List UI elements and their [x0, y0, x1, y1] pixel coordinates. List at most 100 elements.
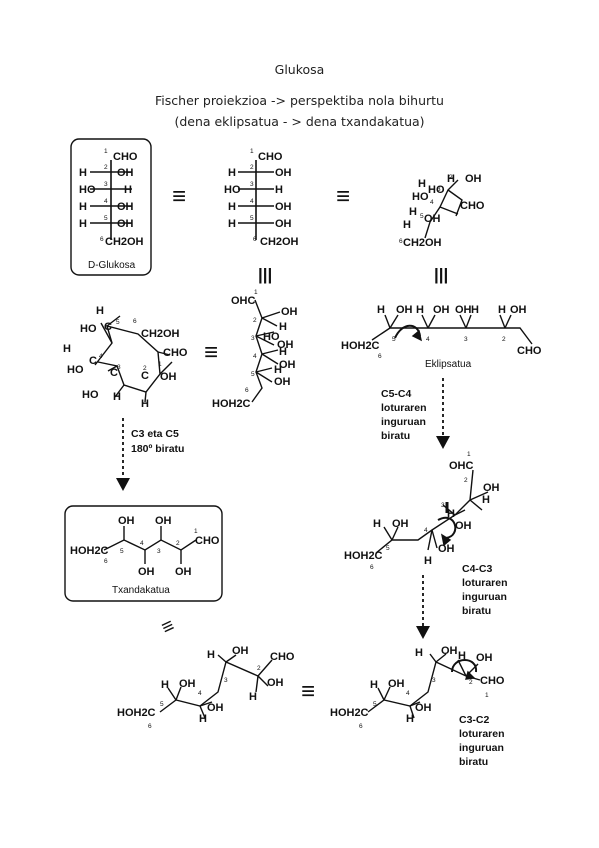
- staggered-perspective-bottom-left: H OH H OH CHO H OH OH H HOH2C 6 5 4 3 2: [117, 645, 295, 730]
- caption-c3c5: C3 eta C5 180º biratu: [131, 428, 184, 455]
- group-h: H: [424, 555, 432, 567]
- group-hoh2c: HOH2C: [117, 707, 156, 719]
- page-title: Glukosa: [274, 62, 325, 77]
- equivalence-symbol-vertical: |||: [258, 265, 272, 284]
- carbon-number: 5: [120, 548, 124, 555]
- group-oh: OH: [415, 702, 432, 714]
- group-c: C: [89, 355, 97, 367]
- group-h: H: [228, 218, 236, 230]
- group-h: H: [199, 713, 207, 725]
- group-hoh2c: HOH2C: [344, 550, 383, 562]
- group-hoh2c: HOH2C: [212, 398, 251, 410]
- carbon-number: 3: [432, 677, 436, 684]
- carbon-number: 5: [420, 213, 424, 220]
- staggered-perspective-boxed: OH OH HOH2C CHO OH OH 6 5 4 3 2 1 Txanda…: [64, 505, 223, 602]
- group-h: H: [370, 679, 378, 691]
- group-oh: OH: [392, 518, 409, 530]
- carbon-number: 2: [449, 174, 453, 181]
- equivalence-symbol: ≡: [172, 183, 186, 210]
- group-h: H: [447, 173, 455, 185]
- group-ho: HO: [80, 323, 97, 335]
- carbon-number: 3: [224, 677, 228, 684]
- group-h: H: [228, 201, 236, 213]
- group-hoh2c: HOH2C: [330, 707, 369, 719]
- carbon-number: 1: [158, 361, 162, 368]
- group-cho: CHO: [270, 651, 295, 663]
- group-oh: OH: [476, 652, 493, 664]
- group-h: H: [96, 305, 104, 317]
- zigzag-perspective-left: H HO C CH2OH H C CHO HO C C OH HO H H 5 …: [63, 305, 188, 410]
- group-ch2oh: CH2OH: [141, 328, 180, 340]
- group-oh: OH: [155, 515, 172, 527]
- carbon-number: 4: [253, 353, 257, 360]
- caption-line: 180º biratu: [131, 443, 184, 455]
- group-oh: OH: [396, 304, 413, 316]
- carbon-number: 5: [392, 336, 396, 343]
- group-h: H: [124, 184, 132, 196]
- carbon-number: 5: [160, 701, 164, 708]
- group-h: H: [274, 364, 282, 376]
- group-cho: CHO: [195, 535, 220, 547]
- group-h: H: [275, 184, 283, 196]
- carbon-number: 4: [104, 198, 108, 205]
- carbon-number: 6: [245, 387, 249, 394]
- carbon-number: 6: [399, 238, 403, 245]
- group-h: H: [141, 398, 149, 410]
- equivalence-symbol: ≡: [204, 339, 218, 366]
- caption-line: biratu: [462, 605, 491, 617]
- carbon-number: 4: [424, 527, 428, 534]
- group-oh: OH: [275, 218, 292, 230]
- group-oh: OH: [465, 173, 482, 185]
- carbon-number: 2: [502, 336, 506, 343]
- rotated-c3c2-perspective: H OH H OH H OH CHO OH H HOH2C 6 5 4 3 2 …: [330, 645, 505, 730]
- caption-line: C3-C2: [459, 714, 490, 726]
- carbon-number: 5: [251, 371, 255, 378]
- group-h: H: [458, 650, 466, 662]
- equivalence-symbol-slanted: ≡: [158, 614, 178, 639]
- caption-line: loturaren: [462, 577, 508, 589]
- rotated-intermediate-perspective: OHC OH H H OH H OH OH H HOH2C 1 2 3 4 5 …: [344, 451, 500, 571]
- group-h: H: [79, 201, 87, 213]
- carbon-number: 1: [194, 528, 198, 535]
- group-h: H: [79, 167, 87, 179]
- carbon-number: 5: [250, 215, 254, 222]
- carbon-number: 6: [133, 318, 137, 325]
- group-ohc: OHC: [449, 460, 474, 472]
- group-h: H: [471, 304, 479, 316]
- group-h: H: [416, 304, 424, 316]
- group-h: H: [207, 649, 215, 661]
- group-h: H: [279, 321, 287, 333]
- fischer-box: [70, 138, 152, 276]
- group-ho: HO: [82, 389, 99, 401]
- group-oh: OH: [175, 566, 192, 578]
- carbon-number: 3: [117, 364, 121, 371]
- arrowhead: [436, 436, 450, 449]
- caption-line: biratu: [459, 756, 488, 768]
- carbon-number: 4: [198, 690, 202, 697]
- group-cho: CHO: [460, 200, 485, 212]
- carbon-number: 4: [140, 540, 144, 547]
- caption-line: C3 eta C5: [131, 428, 179, 440]
- group-h: H: [279, 346, 287, 358]
- carbon-number: 6: [359, 723, 363, 730]
- group-h: H: [228, 167, 236, 179]
- group-oh: OH: [281, 306, 298, 318]
- caption-line: C5-C4: [381, 388, 412, 400]
- group-oh: OH: [232, 645, 249, 657]
- group-cho: CHO: [517, 345, 542, 357]
- group-h: H: [249, 691, 257, 703]
- carbon-number: 2: [464, 477, 468, 484]
- carbon-number: 4: [426, 336, 430, 343]
- group-oh: OH: [433, 304, 450, 316]
- carbon-number: 5: [104, 215, 108, 222]
- group-ho: HO: [428, 184, 445, 196]
- fischer-projection-boxed: CHO H OH HO H H OH H OH CH2OH 1 2 3 4 5 …: [70, 138, 152, 276]
- group-ho: HO: [67, 364, 84, 376]
- caption-line: inguruan: [462, 591, 507, 603]
- carbon-number: 1: [104, 148, 108, 155]
- group-ho: HO: [79, 184, 96, 196]
- group-oh: OH: [279, 359, 296, 371]
- carbon-number: 1: [485, 692, 489, 699]
- group-oh: OH: [455, 304, 472, 316]
